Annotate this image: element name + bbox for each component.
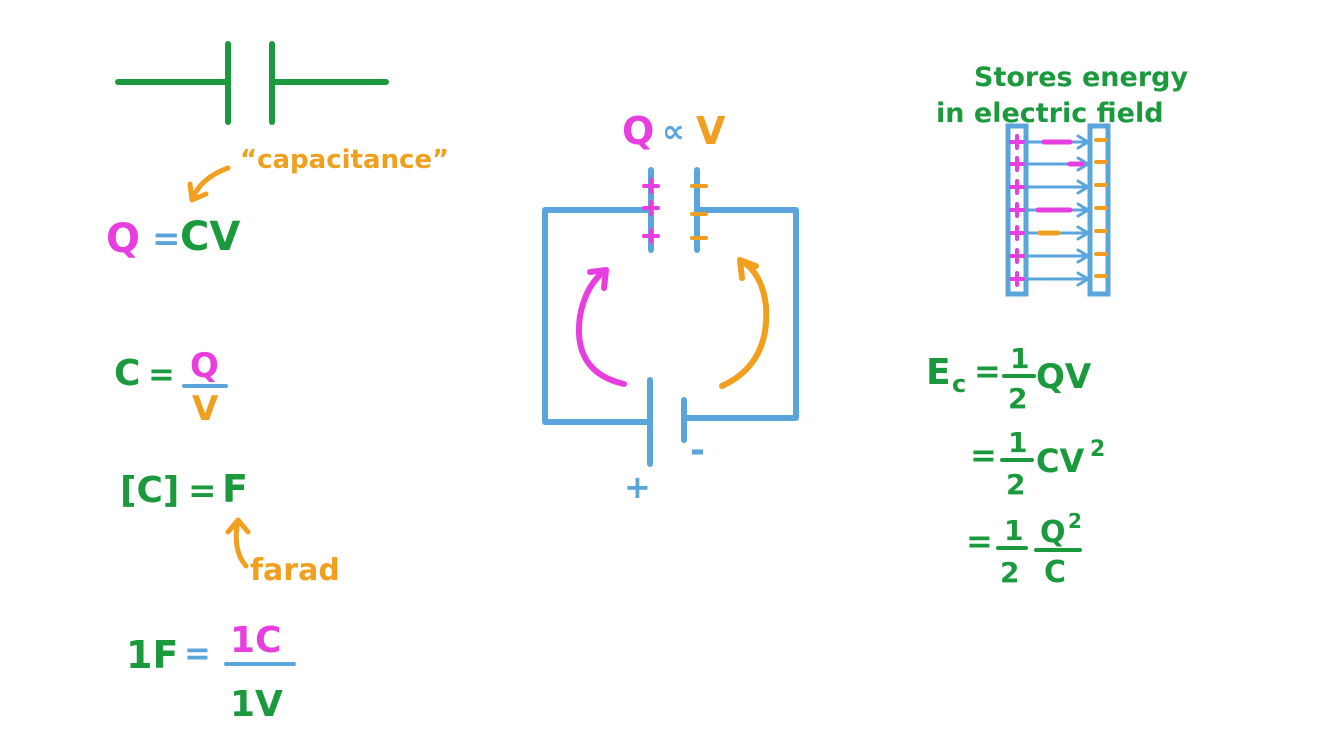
eq4-denominator: 1V (230, 684, 283, 725)
eq2-numerator: Q (190, 346, 219, 386)
relation-v: V (696, 109, 726, 153)
eq3-rhs: F (222, 467, 248, 511)
energy-eq3-power: 2 (1068, 509, 1082, 533)
energy-eq2-equals: = (970, 436, 997, 474)
energy-eq3-half-num: 1 (1004, 514, 1023, 547)
field-title-line2: in electric field (936, 98, 1164, 129)
energy-eq1-rest: QV (1036, 357, 1092, 397)
eq3-equals: = (188, 471, 217, 511)
eq1-equals: = (152, 219, 181, 259)
battery-plus-label: + (624, 468, 651, 506)
electric-field-diagram (1005, 123, 1111, 297)
energy-eq2-half-den: 2 (1006, 468, 1025, 501)
capacitor-positive-charges (642, 178, 660, 244)
moving-positive-charges (1035, 139, 1085, 213)
eq4-lhs: 1F (126, 633, 178, 677)
eq1-q: Q (106, 216, 140, 262)
plate-negative-charges (1094, 138, 1108, 278)
circuit-wires (542, 207, 799, 425)
energy-eq2-rest: CV (1036, 442, 1084, 480)
positive-flow-arrow-icon (576, 267, 627, 387)
energy-eq3-equals: = (966, 522, 993, 560)
eq3-lhs: [C] (120, 470, 179, 511)
energy-lhs: E (926, 352, 951, 393)
energy-eq3-den: C (1044, 555, 1066, 590)
eq1-cv: CV (180, 214, 240, 260)
farad-label: farad (250, 553, 340, 588)
energy-eq2-half-num: 1 (1008, 426, 1027, 459)
energy-lhs-subscript: c (952, 370, 966, 398)
plate-positive-charges (1009, 134, 1025, 287)
energy-eq2-power: 2 (1090, 437, 1105, 462)
energy-eq1-half-num: 1 (1010, 342, 1029, 375)
relation-proportional: ∝ (662, 112, 685, 150)
relation-q: Q (622, 109, 654, 153)
equation-one-farad: 1F = 1C 1V (126, 620, 296, 725)
capacitance-arrow-icon (187, 165, 231, 203)
negative-flow-arrow-icon (719, 257, 770, 389)
farad-arrow-icon (225, 517, 251, 569)
equation-unit-of-c: [C] = F (120, 467, 248, 511)
equation-q-equals-cv: Q = CV (106, 214, 240, 262)
energy-eq1-equals: = (974, 352, 1001, 390)
energy-eq3-half-den: 2 (1000, 556, 1019, 589)
eq4-equals: = (184, 634, 211, 672)
energy-equations: E c = 1 2 QV = 1 2 CV 2 = 1 2 Q 2 C (926, 342, 1105, 590)
eq4-numerator: 1C (230, 620, 281, 661)
capacitor-negative-charges (690, 184, 708, 240)
field-title-line1: Stores energy (974, 62, 1188, 93)
relation-q-proportional-v: Q ∝ V (622, 109, 726, 153)
eq2-equals: = (148, 355, 175, 393)
energy-eq1-half-den: 2 (1008, 382, 1027, 415)
battery-minus-label: - (690, 430, 705, 471)
energy-eq3-num: Q (1040, 515, 1066, 550)
capacitor-symbol-icon (115, 41, 389, 125)
eq2-denominator: V (192, 389, 219, 429)
capacitance-label: “capacitance” (240, 145, 449, 175)
eq2-c: C (114, 353, 140, 394)
battery-icon (647, 377, 687, 467)
equation-c-equals-q-over-v: C = Q V (114, 346, 228, 429)
